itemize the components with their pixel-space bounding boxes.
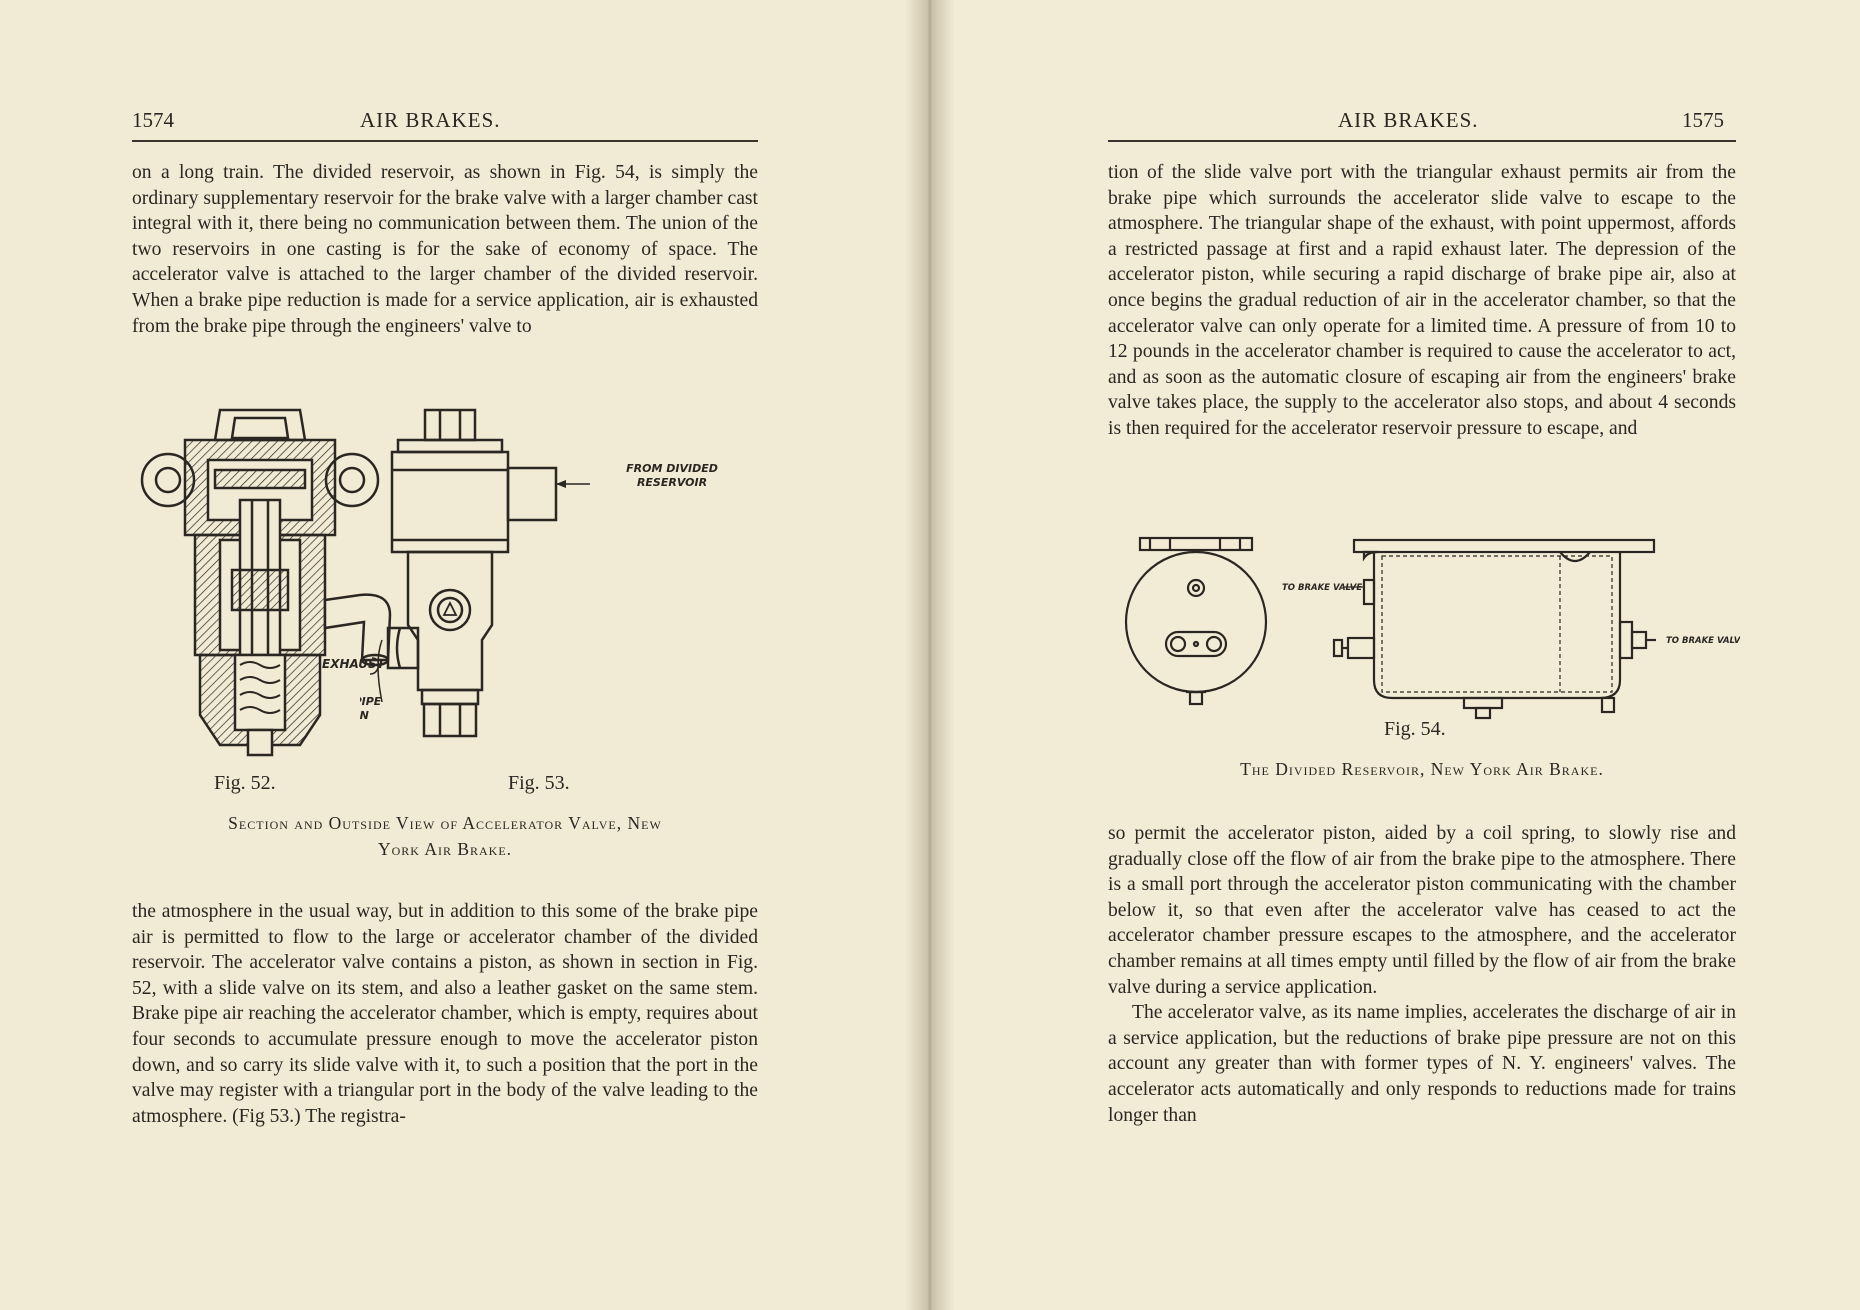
figure-52-diagram: EXHAUST <box>140 408 392 757</box>
paragraph-top: on a long train. The divided reservoir, … <box>132 162 758 337</box>
brake-pipe-callout-line2: CONNECTION <box>360 709 369 722</box>
figure-53-label: Fig. 53. <box>508 772 570 794</box>
page-number: 1574 <box>132 108 174 132</box>
figure-54-label: Fig. 54. <box>1384 718 1446 740</box>
page-number: 1575 <box>1682 108 1724 132</box>
header-rule <box>132 140 758 142</box>
exhaust-callout: EXHAUST <box>322 657 386 671</box>
to-brake-valve-right-callout: TO BRAKE VALVE <box>1666 636 1740 646</box>
paragraph-top: tion of the slide valve port with the tr… <box>1108 162 1736 439</box>
paragraph-bottom: so permit the accelerator piston, aided … <box>1108 823 1736 1126</box>
figure-53-diagram: FROM DIVIDED RESERVOIR ½"-BRAKE PIPE CON… <box>360 408 718 738</box>
figure-52-label: Fig. 52. <box>214 772 276 794</box>
brake-pipe-callout-line1: ½"-BRAKE PIPE <box>360 695 382 708</box>
running-head: AIR BRAKES. <box>360 108 501 132</box>
figure-54-diagram: TO BRAKE VALVE TO BRAKE VALVE <box>1124 536 1740 720</box>
paragraph-bottom: the atmosphere in the usual way, but in … <box>132 901 758 1127</box>
left-page: 1574 AIR BRAKES. on a long train. The di… <box>132 108 758 1127</box>
book-gutter <box>905 0 955 1310</box>
from-divided-callout-line1: FROM DIVIDED <box>626 462 718 475</box>
to-brake-valve-left-callout: TO BRAKE VALVE <box>1282 583 1362 593</box>
figure-54-caption: The Divided Reservoir, New York Air Brak… <box>1240 759 1604 779</box>
caption-line2: York Air Brake. <box>377 839 513 859</box>
right-page: AIR BRAKES. 1575 tion of the slide valve… <box>930 0 1860 1310</box>
from-divided-callout-line2: RESERVOIR <box>637 476 707 489</box>
figure-52-53-caption: Section and Outside View of Accelerator … <box>132 810 758 862</box>
header-rule <box>1108 140 1736 142</box>
caption-line1: Section and Outside View of Accelerator … <box>228 813 662 833</box>
running-head: AIR BRAKES. <box>1338 108 1479 132</box>
